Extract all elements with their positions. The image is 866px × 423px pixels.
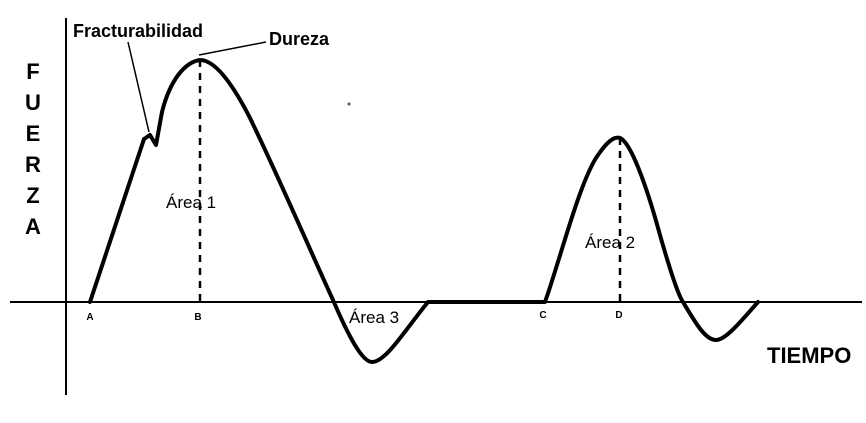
point-c-label: C [539, 310, 546, 321]
y-axis-letter-a: A [25, 214, 41, 239]
dureza-pointer [198, 41, 267, 56]
y-axis-letter-r: R [25, 152, 41, 177]
force-curve [88, 58, 760, 364]
y-axis-letter-f: F [26, 59, 39, 84]
point-d-label: D [615, 310, 622, 321]
x-axis-label: TIEMPO [767, 343, 851, 368]
area-2-label: Área 2 [585, 233, 635, 252]
point-a-label: A [86, 312, 93, 323]
fracturabilidad-label: Fracturabilidad [73, 21, 203, 41]
y-axis-letter-z: Z [26, 183, 39, 208]
point-b-label: B [194, 312, 201, 323]
y-axis-letter-u: U [25, 90, 41, 115]
stray-dot [347, 102, 351, 106]
area-3-label: Área 3 [349, 308, 399, 327]
area-1-label: Área 1 [166, 193, 216, 212]
fracturabilidad-pointer [127, 41, 150, 133]
y-axis-letter-e: E [26, 121, 41, 146]
dureza-label: Dureza [269, 29, 330, 49]
